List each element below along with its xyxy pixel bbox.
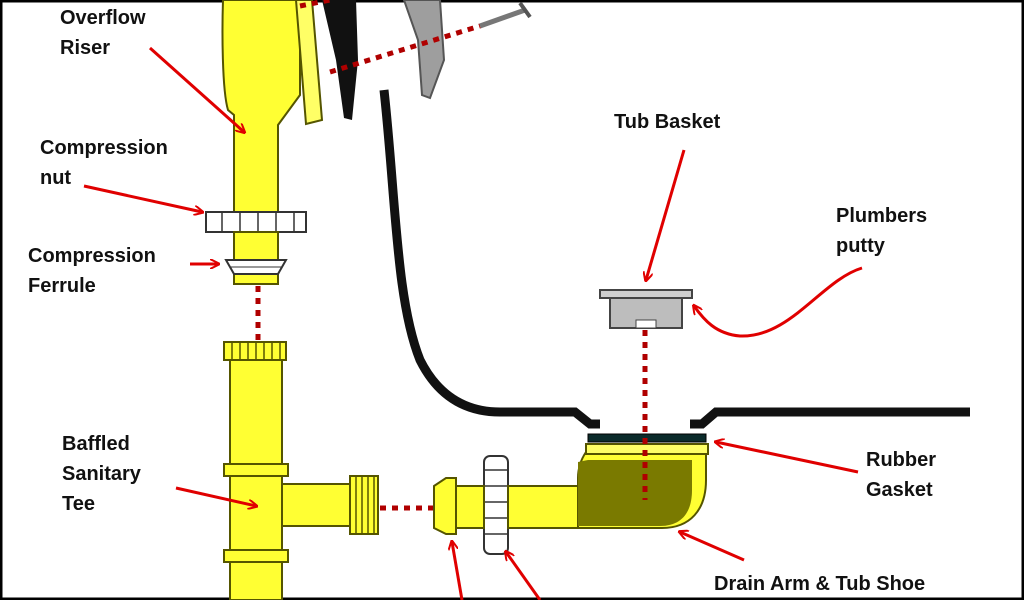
label-sanitary-tee-line3: Tee (62, 493, 95, 515)
label-rubber-gasket-line2: Gasket (866, 479, 933, 501)
overflow-dotted-line-1 (299, 0, 331, 9)
label-sanitary-tee-line1: Baffled (62, 433, 130, 455)
tub-basket (599, 289, 693, 329)
overflow-screw (479, 1, 532, 29)
label-rubber-gasket-line1: Rubber (866, 449, 936, 471)
arrow-sanitary-tee (175, 486, 256, 506)
arrow-plumbers-putty (694, 266, 863, 338)
label-overflow-riser-line1: Overflow (60, 7, 146, 29)
label-plumbers-putty-line2: putty (836, 235, 886, 257)
label-overflow-riser-line2: Riser (60, 37, 110, 59)
arrow-washer (452, 542, 464, 601)
arrow-compression-nut (83, 184, 202, 212)
riser-tail (233, 231, 279, 285)
drain-arm (433, 455, 581, 555)
arrow-rubber-gasket (716, 442, 859, 474)
label-compression-ferrule-line2: Ferrule (28, 275, 96, 297)
label-compression-nut-line1: Compression (40, 137, 168, 159)
label-compression-nut-line2: nut (40, 167, 71, 189)
overflow-riser-flange (294, 0, 324, 126)
arrow-drain-arm (680, 532, 745, 562)
compression-nut (205, 211, 307, 233)
sanitary-tee (223, 341, 379, 601)
arrow-tub-basket (646, 149, 686, 280)
tub-floor-line (690, 407, 970, 429)
overflow-dotted-line-2 (329, 23, 481, 75)
tub-wall-line (379, 89, 600, 429)
arrow-slip-nut (506, 552, 542, 601)
tub-shoe (577, 443, 709, 529)
arrow-overflow-riser (149, 46, 244, 132)
overflow-cover-plate (402, 0, 446, 100)
label-sanitary-tee-line2: Sanitary (62, 463, 142, 485)
overflow-gasket (322, 0, 358, 120)
label-compression-ferrule-line1: Compression (28, 245, 156, 267)
overflow-riser-pipe (221, 0, 301, 216)
label-drain-arm-tub-shoe: Drain Arm & Tub Shoe (714, 573, 925, 595)
label-tub-basket: Tub Basket (614, 111, 721, 133)
label-plumbers-putty-line1: Plumbers (836, 205, 927, 227)
